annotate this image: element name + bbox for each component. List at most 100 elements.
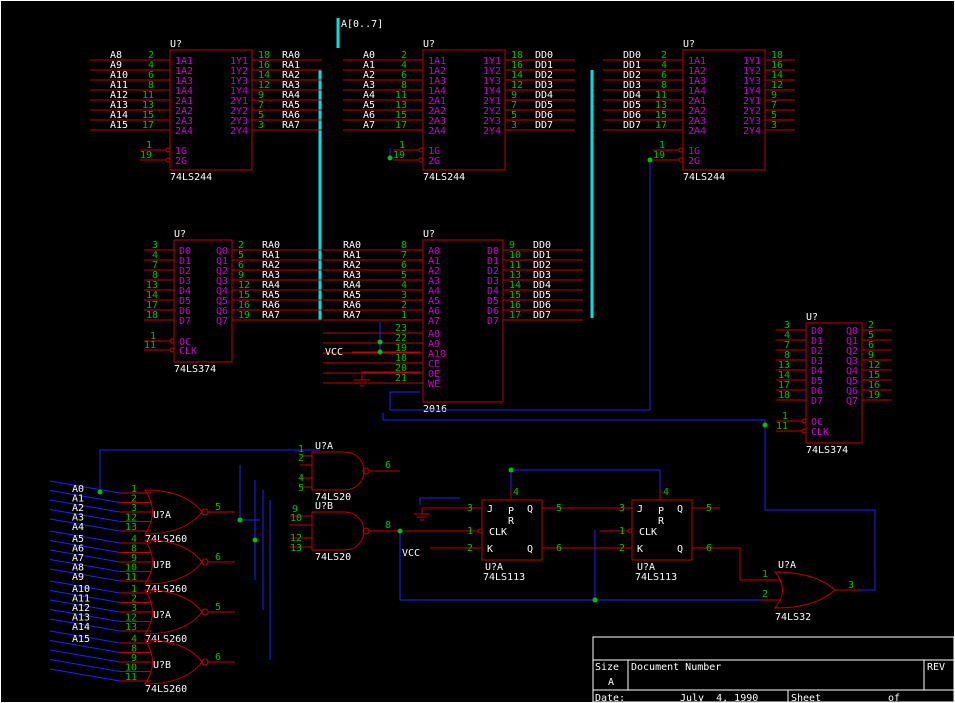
u5-left-pin-11: 18 bbox=[395, 353, 407, 364]
u2-right-net-1: DD1 bbox=[535, 60, 553, 71]
svg-text:R: R bbox=[658, 516, 665, 527]
nor-2-pin-2: 3 bbox=[131, 603, 137, 614]
or-out: 3 bbox=[848, 580, 854, 591]
nor-1-net-3: A8 bbox=[72, 563, 84, 574]
u1-left-net-6: A14 bbox=[110, 110, 128, 121]
u6-left-pin-4: 13 bbox=[778, 360, 790, 371]
u4-right-pin-2: 6 bbox=[238, 260, 244, 271]
u4-right-net-2: RA2 bbox=[262, 260, 280, 271]
jk2-ref: U?A bbox=[637, 562, 655, 573]
u2-left-pin-0: 2 bbox=[401, 50, 407, 61]
u2-right-pin-0: 18 bbox=[511, 50, 523, 61]
u2-right-net-3: DD3 bbox=[535, 80, 553, 91]
u1-right-pin-5: 7 bbox=[258, 100, 264, 111]
nor-3-pin-3: 10 bbox=[125, 663, 137, 674]
nand-b-pin12: 12 bbox=[290, 533, 302, 544]
u1-left-fn-0: 1A1 bbox=[175, 56, 193, 67]
nor-3-part: 74LS260 bbox=[145, 684, 187, 695]
u6-ctrl-fn-0: OC bbox=[811, 417, 823, 428]
nand-b-ref: U?B bbox=[315, 501, 333, 512]
nor-0-net-3: A3 bbox=[72, 513, 84, 524]
u6-left-fn-5: D5 bbox=[811, 376, 823, 387]
svg-text:K: K bbox=[637, 544, 643, 555]
u4-left-pin-0: 3 bbox=[152, 240, 158, 251]
u5-right-fn-5: D5 bbox=[487, 296, 499, 307]
u3-right-fn-7: 2Y4 bbox=[743, 126, 761, 137]
u6-chip: U?74LS3743D04D17D28D313D414D517D618D7Q02… bbox=[776, 312, 892, 456]
nor-2-pin-4: 13 bbox=[125, 622, 137, 633]
jk2-pr-pin: 4 bbox=[663, 487, 669, 498]
u6-left-pin-2: 7 bbox=[784, 340, 790, 351]
u5-right-pin-2: 11 bbox=[509, 260, 521, 271]
u1-right-net-3: RA3 bbox=[282, 80, 300, 91]
nor-2-pin-0: 1 bbox=[131, 584, 137, 595]
jk2-part: 74LS113 bbox=[635, 572, 677, 583]
or-in2: 2 bbox=[762, 589, 768, 600]
u2-left-pin-1: 4 bbox=[401, 60, 407, 71]
nand-a-pin1: 1 bbox=[298, 444, 304, 455]
jk2-j-pin: 3 bbox=[619, 503, 625, 514]
tb-doc-label: Document Number bbox=[631, 662, 721, 673]
nor-2-net-3: A13 bbox=[72, 613, 90, 624]
u1-left-fn-1: 1A2 bbox=[175, 66, 193, 77]
svg-text:R: R bbox=[508, 516, 515, 527]
jk1-pr-pin: 4 bbox=[513, 487, 519, 498]
u3-right-fn-6: 2Y3 bbox=[743, 116, 761, 127]
u3-right-pin-7: 3 bbox=[771, 120, 777, 131]
u5-left-pin-12: 20 bbox=[395, 363, 407, 374]
u3-left-fn-1: 1A2 bbox=[688, 66, 706, 77]
u2-left-fn-3: 1A4 bbox=[428, 86, 446, 97]
u3-left-fn-6: 2A3 bbox=[688, 116, 706, 127]
nor-1-net-0: A5 bbox=[72, 534, 84, 545]
u1-left-pin-1: 4 bbox=[148, 60, 154, 71]
u5-left-net-4: RA4 bbox=[343, 280, 361, 291]
svg-text:CLK: CLK bbox=[489, 527, 507, 538]
u5-right-net-2: DD2 bbox=[533, 260, 551, 271]
u2-left-pin-2: 6 bbox=[401, 70, 407, 81]
u3-right-pin-1: 16 bbox=[771, 60, 783, 71]
u3-right-fn-1: 1Y2 bbox=[743, 66, 761, 77]
u2-right-pin-5: 7 bbox=[511, 100, 517, 111]
u6-right-fn-3: Q3 bbox=[846, 356, 858, 367]
nor-0-pin-1: 2 bbox=[131, 494, 137, 505]
nor-2-pin-3: 12 bbox=[125, 613, 137, 624]
u4-left-fn-2: D2 bbox=[179, 266, 191, 277]
u1-right-pin-3: 12 bbox=[258, 80, 270, 91]
u2-left-pin-4: 11 bbox=[395, 90, 407, 101]
u3-left-pin-5: 13 bbox=[655, 100, 667, 111]
u1-right-pin-1: 16 bbox=[258, 60, 270, 71]
u2-right-pin-7: 3 bbox=[511, 120, 517, 131]
nand-b-part: 74LS20 bbox=[315, 552, 351, 563]
u5-left-pin-8: 23 bbox=[395, 323, 407, 334]
u1-ref: U? bbox=[170, 39, 182, 50]
u2-right-fn-6: 2Y3 bbox=[483, 116, 501, 127]
u1-right-net-2: RA2 bbox=[282, 70, 300, 81]
u4-left-fn-3: D3 bbox=[179, 276, 191, 287]
u4-right-net-6: RA6 bbox=[262, 300, 280, 311]
u6-right-fn-5: Q5 bbox=[846, 376, 858, 387]
u5-left-net-5: RA5 bbox=[343, 290, 361, 301]
u3-left-net-0: DD0 bbox=[623, 50, 641, 61]
u5-left-fn-4: A4 bbox=[428, 286, 440, 297]
u5-left-fn-1: A1 bbox=[428, 256, 440, 267]
u1-left-net-3: A11 bbox=[110, 80, 128, 91]
u5-left-net-2: RA2 bbox=[343, 260, 361, 271]
nor-1-net-4: A9 bbox=[72, 572, 84, 583]
u3-left-net-3: DD3 bbox=[623, 80, 641, 91]
u2-part: 74LS244 bbox=[423, 172, 465, 183]
nor-3-pin-2: 9 bbox=[131, 653, 137, 664]
u1-right-pin-2: 14 bbox=[258, 70, 270, 81]
u1-ctrl-pin-1: 19 bbox=[140, 150, 152, 161]
u1-ctrl-fn-1: 2G bbox=[175, 156, 187, 167]
u3-right-pin-6: 5 bbox=[771, 110, 777, 121]
u2-left-net-1: A1 bbox=[363, 60, 375, 71]
u6-ref: U? bbox=[806, 312, 818, 323]
u3-left-pin-6: 15 bbox=[655, 110, 667, 121]
u4-left-pin-6: 17 bbox=[146, 300, 158, 311]
u3-part: 74LS244 bbox=[683, 172, 725, 183]
